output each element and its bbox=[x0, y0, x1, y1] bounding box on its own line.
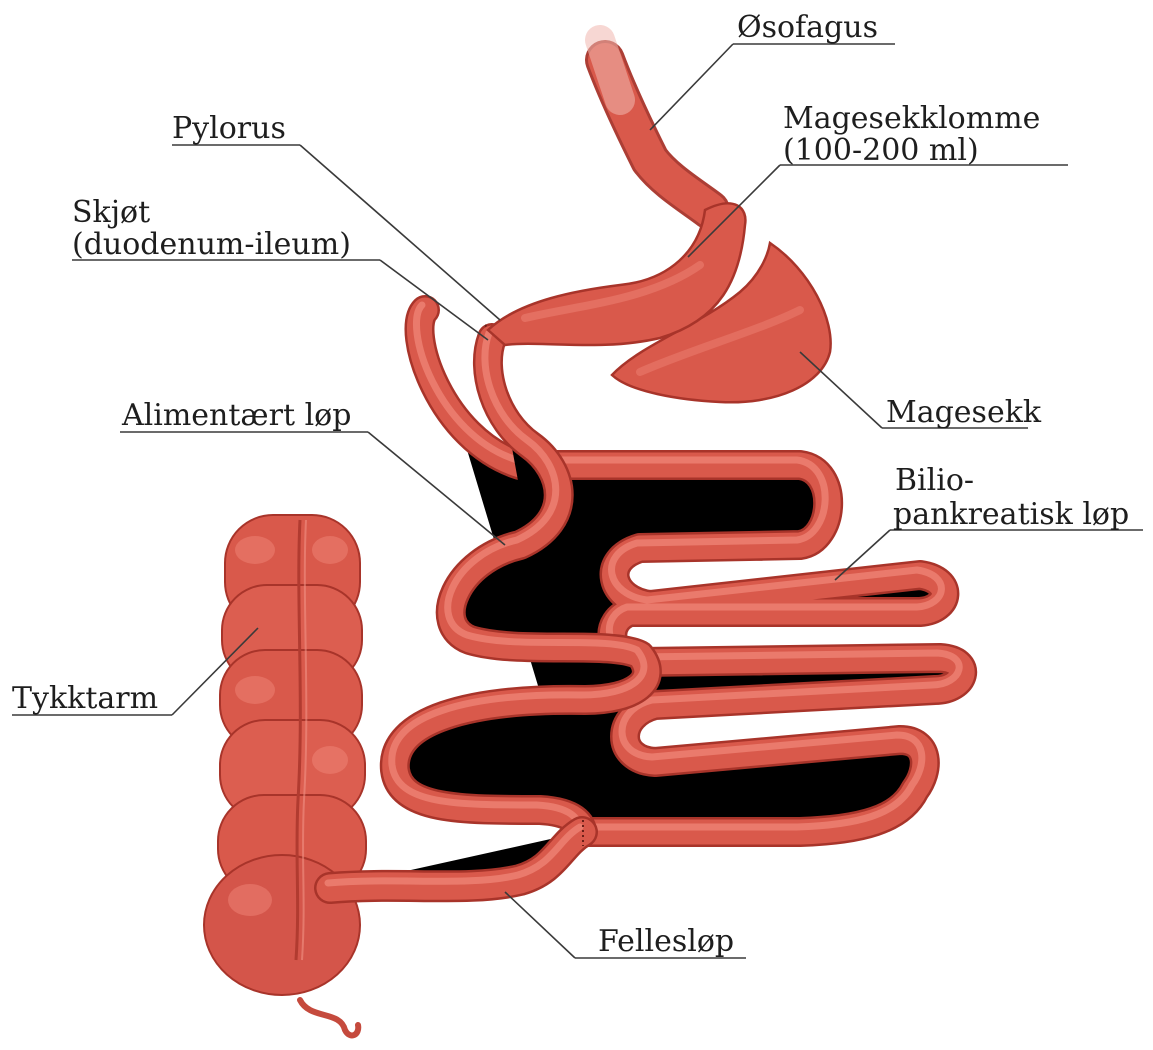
label-magesekk: Magesekk bbox=[886, 395, 1042, 430]
label-magesekklomme: Magesekklomme bbox=[783, 101, 1040, 136]
label-alimentaert-lop: Alimentært løp bbox=[121, 398, 351, 433]
label-tykktarm: Tykktarm bbox=[12, 681, 158, 716]
label-pankreatisk-lop: pankreatisk løp bbox=[893, 497, 1129, 532]
label-osofagus: Øsofagus bbox=[737, 10, 878, 45]
esophagus-and-pouch bbox=[488, 40, 745, 345]
label-fellesloep: Fellesløp bbox=[598, 924, 734, 959]
label-bilio: Bilio- bbox=[895, 463, 974, 498]
label-skjot-detail: (duodenum-ileum) bbox=[72, 227, 351, 262]
label-pylorus: Pylorus bbox=[172, 111, 286, 146]
label-skjot: Skjøt bbox=[72, 195, 150, 230]
large-intestine bbox=[204, 515, 366, 1035]
label-magesekklomme-volume: (100-200 ml) bbox=[783, 133, 979, 168]
small-intestine bbox=[328, 305, 962, 888]
